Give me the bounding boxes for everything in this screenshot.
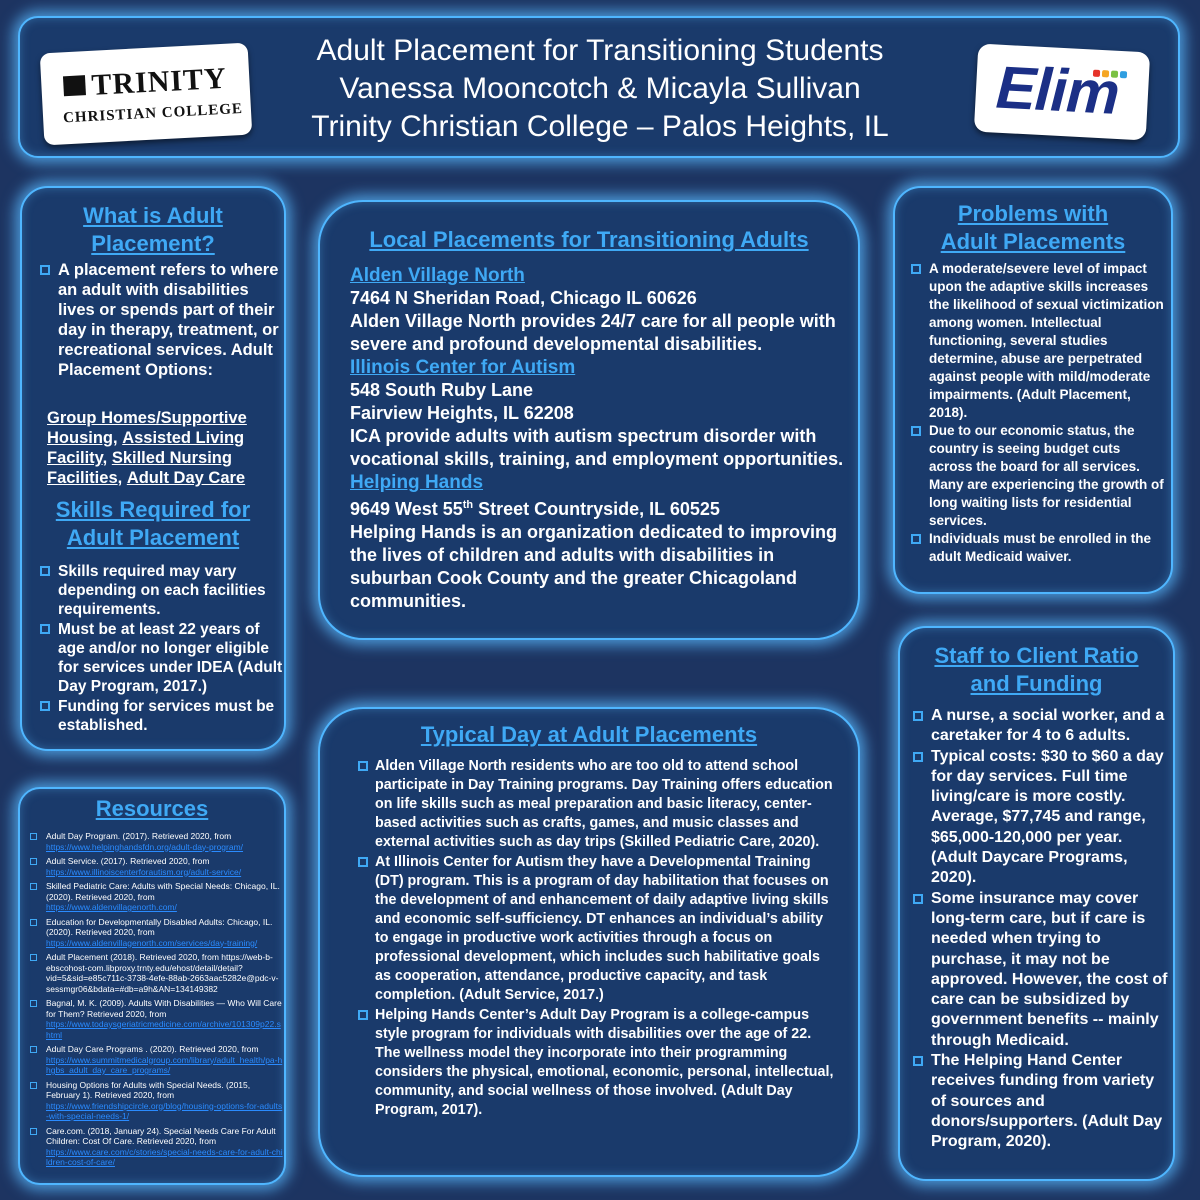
org-helping-hands-description: Helping Hands is an organization dedicat… [350, 522, 838, 611]
list-item: Housing Options for Adults with Special … [30, 1080, 284, 1122]
list-item: Individuals must be enrolled in the adul… [911, 530, 1167, 566]
list-item: Bagnal, M. K. (2009). Adults With Disabi… [30, 998, 284, 1040]
elim-logo: Elim [973, 43, 1151, 141]
list-item: Some insurance may cover long-term care,… [913, 889, 1171, 1051]
option-adult-day-care[interactable]: Adult Day Care [126, 469, 246, 487]
org-helping-hands-link[interactable]: Helping Hands [350, 472, 484, 493]
resources-list: Adult Day Program. (2017). Retrieved 202… [30, 831, 284, 1172]
option-skilled-nursing[interactable]: Skilled Nursing Facilities [47, 449, 232, 487]
org-alden-address: 7464 N Sheridan Road, Chicago IL 60626 [350, 288, 697, 308]
list-item: Adult Service. (2017). Retrieved 2020, f… [30, 856, 284, 877]
resource-link[interactable]: https://www.aldenvillagenorth.com/servic… [46, 937, 258, 948]
local-title: Local Placements for Transitioning Adult… [369, 227, 809, 252]
title-authors: Vanessa Mooncotch & Micayla Sullivan [339, 72, 861, 105]
resource-link[interactable]: https://www.helpinghandsfdn.org/adult-da… [46, 841, 244, 852]
trinity-mark-icon [62, 75, 86, 97]
resource-link[interactable]: https://www.care.com/c/stories/special-n… [46, 1146, 283, 1168]
org-alden-description: Alden Village North provides 24/7 care f… [350, 311, 836, 354]
list-item: Adult Day Program. (2017). Retrieved 202… [30, 831, 284, 852]
typical-title: Typical Day at Adult Placements [420, 722, 758, 747]
list-item: Care.com. (2018, January 24). Special Ne… [30, 1126, 284, 1168]
list-item: A placement refers to where an adult wit… [40, 260, 280, 380]
elim-dots-icon [1091, 64, 1128, 84]
trinity-logo: TRINITY CHRISTIAN COLLEGE [39, 42, 253, 146]
list-item: The Helping Hand Center receives funding… [913, 1051, 1171, 1152]
list-item: Funding for services must be established… [40, 697, 284, 735]
org-ica-description: ICA provide adults with autism spectrum … [350, 426, 844, 469]
org-helping-hands-address: 9649 West 55th Street Countryside, IL 60… [350, 499, 720, 519]
poster-title: Adult Placement for Transitioning Studen… [280, 32, 920, 146]
list-item: A moderate/severe level of impact upon t… [911, 260, 1167, 422]
checkbox-icon [40, 265, 50, 275]
resource-link[interactable]: https://www.friendshipcircle.org/blog/ho… [46, 1100, 283, 1122]
resource-link[interactable]: https://www.summitmedicalgroup.com/libra… [46, 1054, 283, 1076]
list-item: Skilled Pediatric Care: Adults with Spec… [30, 881, 284, 913]
list-item: Adult Placement (2018). Retrieved 2020, … [30, 952, 284, 994]
list-item: At Illinois Center for Autism they have … [358, 853, 838, 1005]
title-institution: Trinity Christian College – Palos Height… [311, 110, 889, 143]
list-item: Education for Developmentally Disabled A… [30, 917, 284, 949]
list-item: Adult Day Care Programs . (2020). Retrie… [30, 1044, 284, 1076]
list-item: Skills required may vary depending on ea… [40, 562, 284, 619]
typical-list: Alden Village North residents who are to… [358, 757, 838, 1120]
org-ica-link[interactable]: Illinois Center for Autism [350, 357, 576, 378]
option-group-homes[interactable]: Group Homes/Supportive Housing [47, 409, 247, 447]
list-item: A nurse, a social worker, and a caretake… [913, 706, 1171, 747]
header-banner: TRINITY CHRISTIAN COLLEGE Adult Placemen… [18, 16, 1180, 158]
typical-day-panel: Typical Day at Adult Placements Alden Vi… [318, 707, 860, 1177]
title-line-1: Adult Placement for Transitioning Studen… [316, 34, 884, 67]
placement-options: Group Homes/Supportive Housing, Assisted… [47, 409, 247, 487]
skills-list: Skills required may vary depending on ea… [40, 562, 284, 735]
what-list: A placement refers to where an adult wit… [40, 260, 280, 380]
org-alden-link[interactable]: Alden Village North [350, 265, 525, 286]
option-assisted-living[interactable]: Assisted Living Facility [47, 429, 245, 467]
list-item: Due to our economic status, the country … [911, 422, 1167, 530]
resources-panel: Resources Adult Day Program. (2017). Ret… [18, 787, 286, 1185]
org-ica-address-1: 548 South Ruby Lane [350, 380, 534, 400]
list-item: Helping Hands Center’s Adult Day Program… [358, 1006, 838, 1120]
local-orgs: Alden Village North 7464 N Sheridan Road… [350, 264, 850, 613]
list-item: Typical costs: $30 to $60 a day for day … [913, 747, 1171, 889]
staff-list: A nurse, a social worker, and a caretake… [913, 706, 1171, 1153]
resource-link[interactable]: https://www.aldenvillagenorth.com/ [46, 902, 177, 912]
list-item: Alden Village North residents who are to… [358, 757, 838, 852]
org-ica-address-2: Fairview Heights, IL 62208 [350, 403, 574, 423]
problems-list: A moderate/severe level of impact upon t… [911, 260, 1167, 566]
local-placements-panel: Local Placements for Transitioning Adult… [318, 200, 860, 640]
resource-link[interactable]: https://www.illinoiscenterforautism.org/… [46, 866, 242, 877]
resource-link[interactable]: https://www.todaysgeriatricmedicine.com/… [46, 1019, 281, 1040]
resources-title: Resources [95, 796, 209, 821]
list-item: Must be at least 22 years of age and/or … [40, 620, 284, 696]
